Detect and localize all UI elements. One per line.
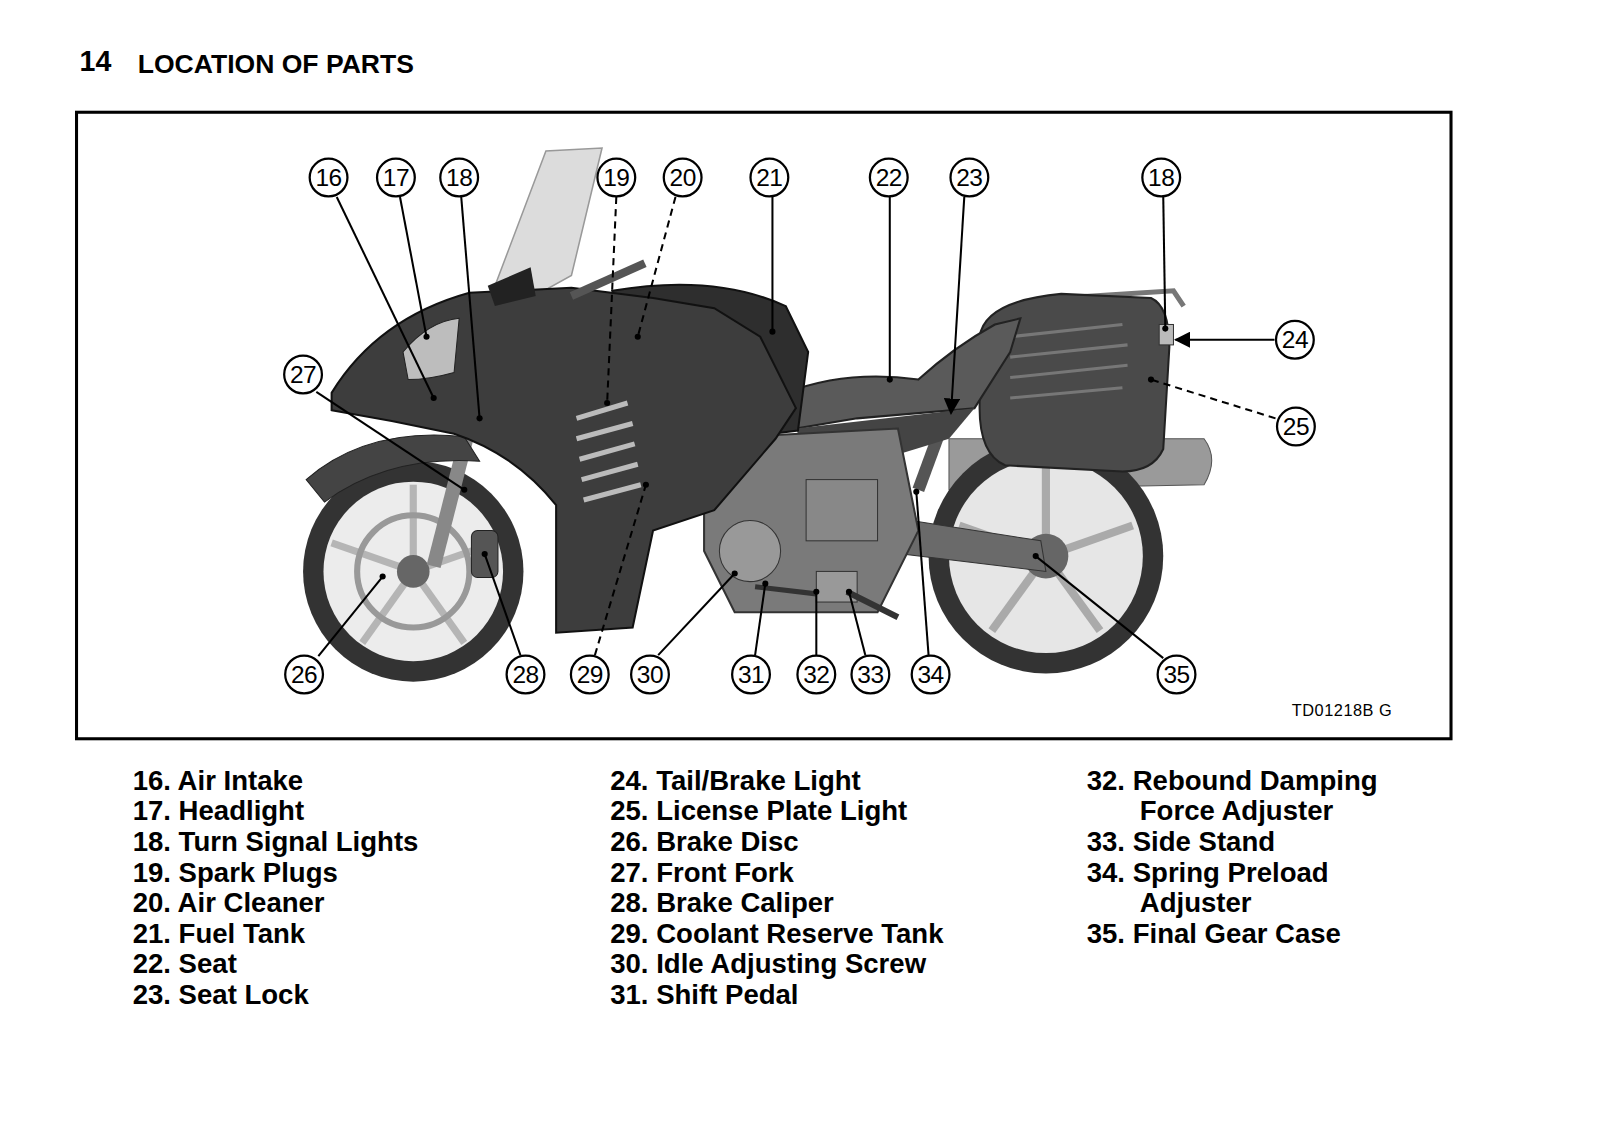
part-name: 28. Brake Caliper — [610, 888, 1059, 919]
callout-number: 24 — [1282, 328, 1308, 352]
part-name: 18. Turn Signal Lights — [133, 827, 582, 858]
callout-number: 20 — [670, 165, 696, 189]
callout-number: 34 — [917, 662, 943, 686]
part-name: 29. Coolant Reserve Tank — [610, 918, 1059, 949]
callout-circle: 27 — [283, 354, 324, 395]
part-name: 17. Headlight — [133, 796, 582, 827]
callout-number: 29 — [577, 662, 603, 686]
callout-circle: 18 — [1141, 157, 1182, 198]
part-name: 23. Seat Lock — [133, 980, 582, 1011]
callout-number: 23 — [956, 165, 982, 189]
callout-number: 16 — [315, 165, 341, 189]
callout-number: 26 — [291, 662, 317, 686]
callout-circle: 18 — [439, 157, 480, 198]
callout-circle: 17 — [376, 157, 417, 198]
part-name: 30. Idle Adjusting Screw — [610, 949, 1059, 980]
callout-circle: 19 — [596, 157, 637, 198]
part-name: 26. Brake Disc — [610, 827, 1059, 858]
callout-number: 18 — [446, 165, 472, 189]
callout-circle: 34 — [910, 654, 951, 695]
page-heading: LOCATION OF PARTS — [138, 49, 414, 81]
part-name: 33. Side Stand — [1087, 827, 1424, 858]
part-name: 31. Shift Pedal — [610, 980, 1059, 1011]
part-name: 16. Air Intake — [133, 765, 582, 796]
callout-circle: 16 — [308, 157, 349, 198]
part-name: 21. Fuel Tank — [133, 918, 582, 949]
callout-number: 30 — [637, 662, 663, 686]
callout-number: 27 — [290, 362, 316, 386]
callout-number: 21 — [756, 165, 782, 189]
part-name: 20. Air Cleaner — [133, 888, 582, 919]
callout-number: 22 — [876, 165, 902, 189]
callout-number: 35 — [1163, 662, 1189, 686]
callout-circle: 28 — [505, 654, 546, 695]
callout-circle: 32 — [796, 654, 837, 695]
leader-lines — [316, 197, 1275, 658]
callout-number: 25 — [1283, 414, 1309, 438]
part-name: 25. License Plate Light — [610, 796, 1059, 827]
part-name: 19. Spark Plugs — [133, 857, 582, 888]
callout-circle: 31 — [731, 654, 772, 695]
callout-number: 32 — [803, 662, 829, 686]
callout-circle: 26 — [284, 654, 325, 695]
callout-circle: 20 — [662, 157, 703, 198]
callout-circle: 33 — [850, 654, 891, 695]
callout-number: 33 — [857, 662, 883, 686]
callout-circle: 22 — [868, 157, 909, 198]
callout-circle: 24 — [1274, 319, 1315, 360]
part-name: 22. Seat — [133, 949, 582, 980]
callout-number: 19 — [603, 165, 629, 189]
callout-circle: 35 — [1156, 654, 1197, 695]
callout-circle: 21 — [749, 157, 790, 198]
callout-circle: 30 — [630, 654, 671, 695]
callout-circle: 29 — [569, 654, 610, 695]
callout-circle: 23 — [949, 157, 990, 198]
figure-code: TD01218B G — [1292, 702, 1392, 720]
callout-number: 31 — [738, 662, 764, 686]
part-name: 27. Front Fork — [610, 857, 1059, 888]
callout-number: 28 — [512, 662, 538, 686]
part-name: 32. Rebound Damping Force Adjuster — [1087, 765, 1424, 826]
callout-number: 17 — [383, 165, 409, 189]
part-name: 34. Spring Preload Adjuster — [1087, 857, 1424, 918]
callout-circle: 25 — [1276, 406, 1317, 447]
page-number: 14 — [80, 46, 112, 79]
callout-number: 18 — [1148, 165, 1174, 189]
part-name: 35. Final Gear Case — [1087, 918, 1424, 949]
part-name: 24. Tail/Brake Light — [610, 765, 1059, 796]
